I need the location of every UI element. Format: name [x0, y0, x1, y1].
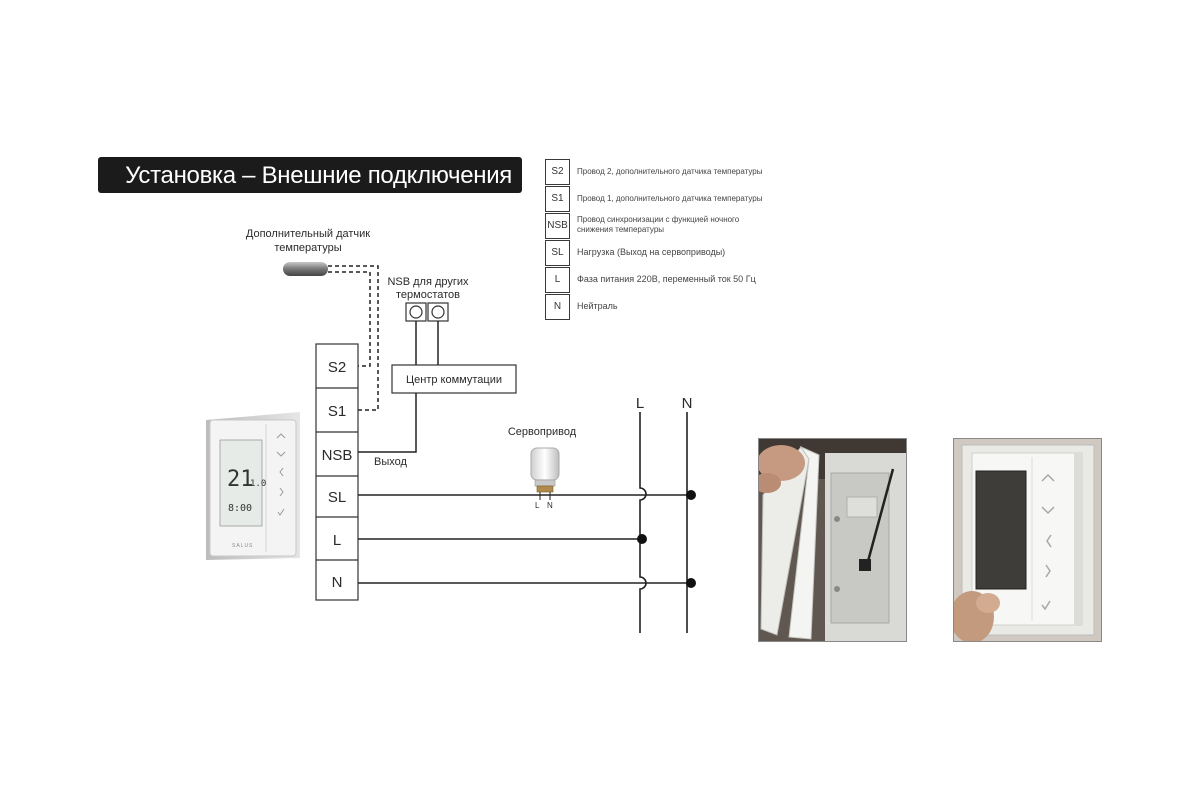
chevron-down-icon: [276, 451, 286, 457]
junction-dot: [686, 578, 696, 588]
actuator-label: Сервопривод: [508, 426, 577, 438]
bus-n-label: N: [682, 395, 693, 412]
actuator-pin-l: L: [535, 501, 540, 510]
sensor-wire-s1: [328, 265, 379, 411]
actuator-pin-n: N: [547, 501, 553, 510]
sensor-wire-s2: [328, 271, 371, 367]
terminal-s1: S1: [328, 403, 346, 420]
temperature-sensor: [283, 262, 328, 276]
terminal-n: N: [332, 574, 343, 591]
terminal-l: L: [333, 532, 341, 549]
legend-code: SL: [545, 240, 570, 266]
legend-text: Нейтраль: [577, 301, 618, 311]
page-title: Установка – Внешние подключения: [125, 162, 512, 189]
check-icon: [277, 508, 285, 516]
output-label: Выход: [374, 456, 407, 468]
thermostat-set: 1.0: [250, 479, 266, 489]
photo-mounting-step-2-image: [954, 439, 1101, 641]
terminal-block: [315, 343, 359, 601]
chevron-up-icon: [276, 433, 286, 439]
sensor-label-1: Дополнительный датчик: [246, 228, 370, 240]
legend-text: Провод 2, дополнительного датчика темпер…: [577, 167, 763, 176]
legend-text: Нагрузка (Выход на сервоприводы): [577, 247, 726, 257]
terminal-sl: SL: [328, 489, 346, 506]
thermostat-screen: [219, 439, 263, 527]
bus-l-label: L: [636, 395, 644, 412]
junction-dot: [637, 534, 647, 544]
thermostat-temp: 21: [227, 467, 254, 492]
photo-mounting-step-2: [953, 438, 1102, 642]
legend-text: Провод синхронизации с функцией ночного …: [577, 215, 740, 234]
thermostat-brand: SALUS: [232, 543, 253, 549]
legend-text: Провод 1, дополнительного датчика темпер…: [577, 194, 763, 203]
bus-l-line: [639, 412, 647, 633]
thermostat-time: 8:00: [228, 503, 252, 514]
servo-actuator: [530, 447, 560, 493]
junction-dot: [686, 490, 696, 500]
chevron-right-icon: [279, 487, 284, 497]
sensor-label-2: температуры: [274, 242, 341, 254]
terminal-nsb: NSB: [322, 447, 353, 464]
nsb-label-1: NSB для других: [387, 276, 469, 288]
legend-code: L: [545, 267, 570, 293]
legend-code: S1: [545, 186, 570, 212]
switching-center-box: [391, 364, 517, 394]
nsb-label-2: термостатов: [396, 289, 460, 301]
photo-mounting-step-1-image: [759, 439, 906, 641]
title-bar: Установка – Внешние подключения: [98, 157, 522, 193]
legend-code: N: [545, 294, 570, 320]
legend-text: Фаза питания 220В, переменный ток 50 Гц: [577, 274, 756, 284]
thermostat-device: 21 1.0 8:00 SALUS: [206, 412, 300, 560]
nsb-output-wire: [358, 393, 417, 453]
legend-code: NSB: [545, 213, 570, 239]
nsb-connector: [405, 302, 449, 322]
photo-mounting-step-1: [758, 438, 907, 642]
switching-center-label: Центр коммутации: [406, 374, 502, 386]
terminal-s2: S2: [328, 359, 346, 376]
chevron-left-icon: [279, 467, 284, 477]
legend-code: S2: [545, 159, 570, 185]
